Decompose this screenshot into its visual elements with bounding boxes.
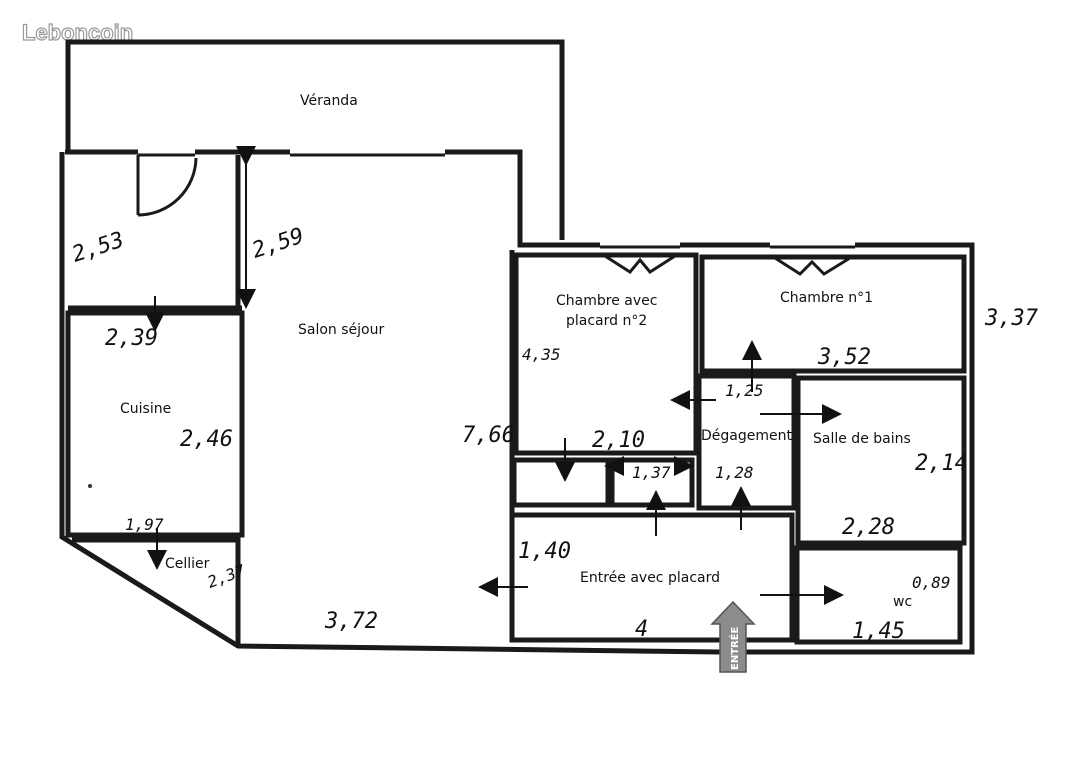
- wall-degagement: [696, 373, 797, 511]
- dim-sdb-depth: 2,14: [915, 451, 968, 476]
- dim-cellier-width: 1,97: [125, 515, 164, 534]
- dim-entrance-room-left: 2,53: [69, 228, 127, 268]
- dim-placard-width: 1,37: [632, 463, 671, 482]
- dim-chambre1-width: 3,52: [817, 345, 871, 370]
- dim-salon-depth-top: 2,59: [249, 224, 307, 264]
- cuisine-dot: [88, 484, 92, 488]
- dim-salon-depth: 7,66: [462, 423, 515, 448]
- window-mark-chambre2: [604, 254, 676, 274]
- window-mark-chambre1: [774, 256, 851, 276]
- label-entree: Entrée avec placard: [580, 570, 720, 586]
- dim-degagement-width: 1,25: [725, 381, 764, 400]
- door-swing-top-left: [136, 155, 198, 217]
- label-cuisine: Cuisine: [120, 401, 171, 417]
- dim-entree-width: 4: [635, 617, 648, 642]
- dim-sdb-width: 2,28: [842, 515, 895, 540]
- dim-salon-width: 3,72: [324, 609, 378, 634]
- dim-wc-width: 1,45: [852, 619, 905, 644]
- wall-placard-1: [511, 457, 611, 508]
- leboncoin-logo: Leboncoin: [22, 20, 133, 45]
- dim-cellier-depth: 2,37: [205, 561, 248, 592]
- label-wc: wc: [893, 594, 912, 610]
- label-cellier: Cellier: [165, 556, 210, 572]
- label-chambre1: Chambre n°1: [780, 290, 873, 306]
- entry-label: ENTRÉE: [728, 626, 741, 670]
- dim-cuisine-width: 2,39: [105, 326, 158, 351]
- label-salon: Salon séjour: [298, 322, 384, 338]
- veranda-walls: [65, 39, 565, 240]
- label-veranda: Véranda: [300, 93, 358, 109]
- wall-salle-de-bains: [795, 375, 967, 546]
- label-chambre2-line1: Chambre avec: [556, 293, 657, 309]
- wall-entree: [509, 512, 795, 643]
- label-chambre2-line2: placard n°2: [566, 313, 647, 329]
- label-salle-de-bains: Salle de bains: [813, 431, 911, 447]
- dim-right-depth: 3,37: [984, 306, 1039, 331]
- dim-entree-depth: 1,40: [518, 539, 571, 564]
- dim-wc-depth: 0,89: [912, 573, 951, 592]
- label-degagement: Dégagement: [701, 428, 792, 444]
- dim-degagement-depth: 1,28: [715, 463, 754, 482]
- dim-chambre2-width: 2,10: [592, 428, 645, 453]
- dim-chambre2-depth: 4,35: [522, 345, 561, 364]
- wall-chambre1: [699, 254, 967, 374]
- entry-arrow-icon: ENTRÉE: [710, 600, 756, 673]
- dim-cuisine-depth: 2,46: [180, 427, 233, 452]
